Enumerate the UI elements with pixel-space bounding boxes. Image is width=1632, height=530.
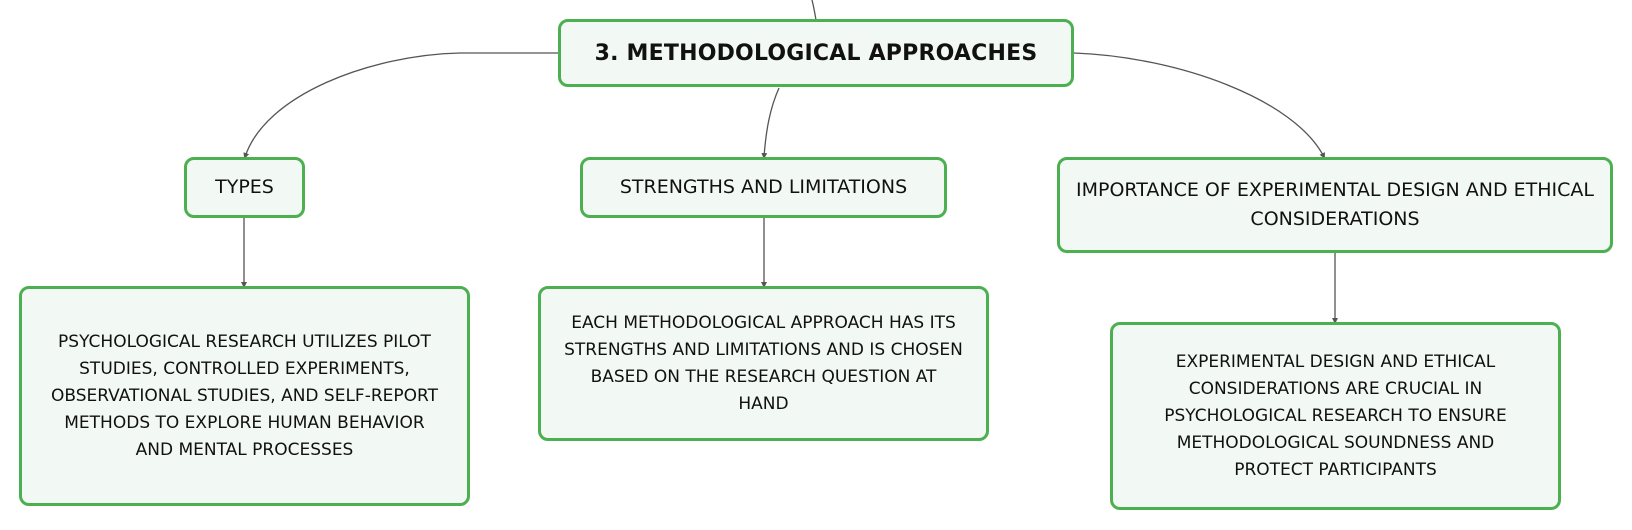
branch-node-label: STRENGTHS AND LIMITATIONS: [619, 176, 908, 198]
connector-incoming-root: [811, 0, 817, 21]
connector-root-to-strengths: [761, 87, 780, 159]
detail-node-types[interactable]: PSYCHOLOGICAL RESEARCH UTILIZES PILOT ST…: [19, 286, 470, 506]
detail-node-text: PSYCHOLOGICAL RESEARCH UTILIZES PILOT ST…: [51, 331, 438, 460]
branch-node-strengths-and-limitations[interactable]: STRENGTHS AND LIMITATIONS: [580, 157, 947, 218]
connector-root-to-importance: [1073, 52, 1325, 159]
branch-node-importance[interactable]: IMPORTANCE OF EXPERIMENTAL DESIGN AND ET…: [1057, 157, 1613, 253]
detail-node-text: EACH METHODOLOGICAL APPROACH HAS ITS STR…: [564, 312, 963, 414]
root-node-label: 3. METHODOLOGICAL APPROACHES: [594, 40, 1038, 66]
detail-node-strengths-and-limitations[interactable]: EACH METHODOLOGICAL APPROACH HAS ITS STR…: [538, 286, 989, 441]
detail-node-importance[interactable]: EXPERIMENTAL DESIGN AND ETHICAL CONSIDER…: [1110, 322, 1561, 510]
detail-node-text: EXPERIMENTAL DESIGN AND ETHICAL CONSIDER…: [1164, 351, 1507, 480]
connector-root-to-types: [243, 52, 558, 159]
branch-node-label: TYPES: [215, 176, 274, 198]
branch-node-types[interactable]: TYPES: [184, 157, 305, 218]
root-node[interactable]: 3. METHODOLOGICAL APPROACHES: [558, 19, 1074, 87]
branch-node-label: IMPORTANCE OF EXPERIMENTAL DESIGN AND ET…: [1076, 179, 1594, 230]
